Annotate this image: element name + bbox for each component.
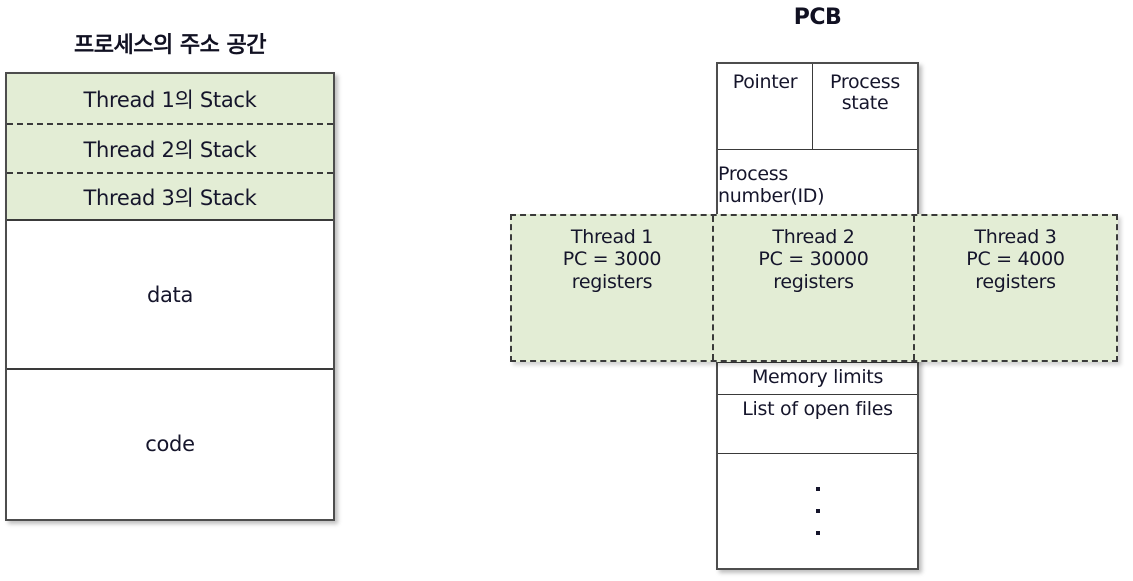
thread-cell-2: Thread 2 PC = 30000 registers <box>714 216 915 360</box>
pcb-cell-label: Pointer <box>732 71 798 93</box>
pcb-cell-pointer: Pointer <box>718 64 814 149</box>
segment-data: data <box>7 221 333 370</box>
pcb-row-memory-limits: Memory limits <box>718 362 917 395</box>
ellipsis-dot-icon <box>815 530 820 535</box>
segment-label: Thread 2의 Stack <box>83 137 257 162</box>
thread-pc: PC = 30000 <box>758 248 869 271</box>
ellipsis-dot-icon <box>815 486 820 491</box>
pcb-cell-label-line1: Process <box>718 163 788 186</box>
pcb-cell-label-line2: number(ID) <box>718 184 825 207</box>
pcb-cell-label-line1: Process <box>830 71 901 93</box>
segment-label: code <box>145 432 195 456</box>
pcb-title: PCB <box>793 5 842 30</box>
pcb-row-pointer-state: Pointer Process state <box>718 64 917 150</box>
ellipsis-dot-icon <box>815 508 820 513</box>
thread-cell-3: Thread 3 PC = 4000 registers <box>915 216 1116 360</box>
address-space-diagram: Thread 1의 Stack Thread 2의 Stack Thread 3… <box>5 72 335 521</box>
pcb-cell-process-state: Process state <box>813 64 917 149</box>
thread-registers: registers <box>571 270 653 293</box>
segment-label: Thread 3의 Stack <box>83 185 257 210</box>
thread-cell-1: Thread 1 PC = 3000 registers <box>512 216 714 360</box>
pcb-row-process-number: Process number(ID) <box>718 150 917 214</box>
segment-thread3-stack: Thread 3의 Stack <box>7 172 333 221</box>
thread-name: Thread 2 <box>772 226 855 248</box>
segment-label: Thread 1의 Stack <box>83 87 257 112</box>
thread-pc: PC = 4000 <box>966 248 1065 271</box>
pcb-row-open-files: List of open files <box>718 395 917 454</box>
segment-thread1-stack: Thread 1의 Stack <box>7 74 333 123</box>
thread-registers: registers <box>773 270 854 293</box>
pcb-cell-label: Memory limits <box>751 366 884 388</box>
address-space-title: 프로세스의 주소 공간 <box>74 33 266 58</box>
thread-pc: PC = 3000 <box>562 248 662 271</box>
segment-code: code <box>7 370 333 518</box>
segment-label: data <box>146 282 194 307</box>
pcb-diagram: Pointer Process state Process number(ID)… <box>716 62 919 570</box>
thread-name: Thread 1 <box>570 226 654 248</box>
pcb-row-ellipsis <box>718 454 917 567</box>
thread-info-strip: Thread 1 PC = 3000 registers Thread 2 PC… <box>510 214 1118 362</box>
segment-thread2-stack: Thread 2의 Stack <box>7 123 333 172</box>
thread-name: Thread 3 <box>974 226 1057 248</box>
pcb-cell-label-line2: state <box>841 92 889 115</box>
thread-registers: registers <box>975 270 1056 293</box>
pcb-cell-label: List of open files <box>742 398 893 420</box>
